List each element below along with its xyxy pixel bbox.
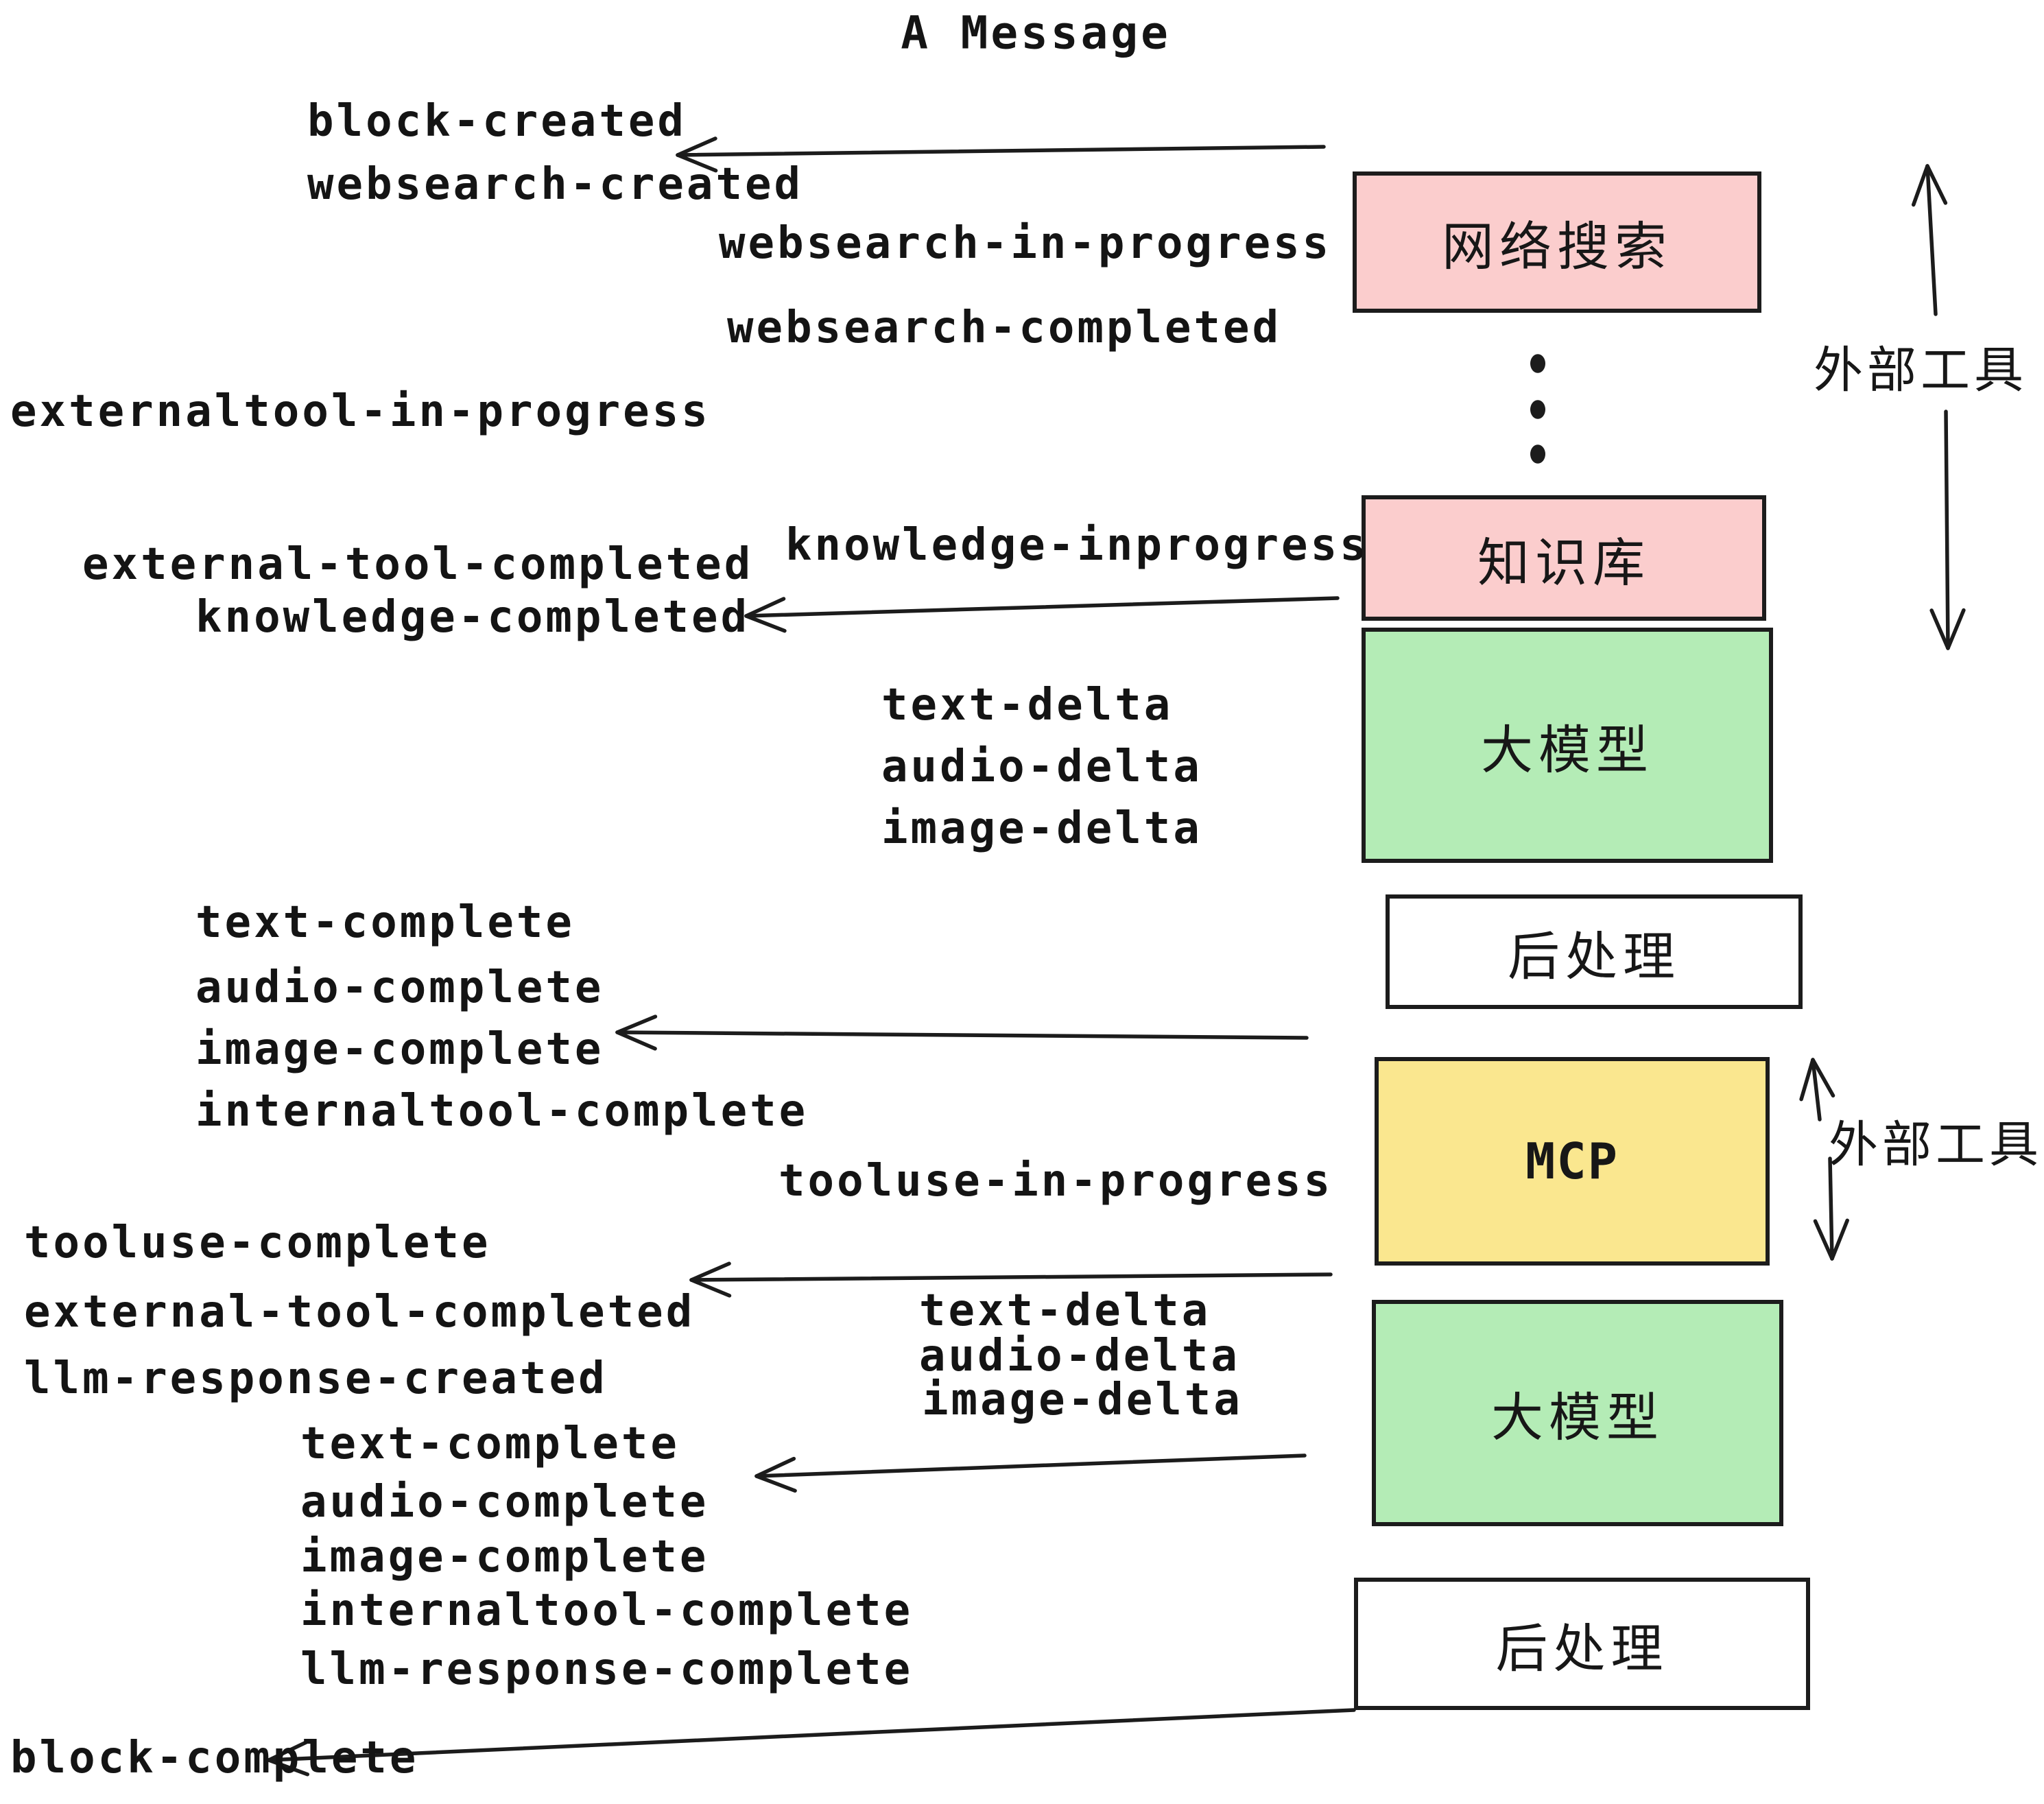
arrow-to-audio-complete-head-0 (754, 1474, 797, 1493)
event-label-websearch-completed: websearch-completed (727, 302, 1282, 353)
event-label-image-delta-2: image-delta (922, 1375, 1243, 1425)
event-label-internaltool-complete-1: internaltool-complete (195, 1086, 809, 1137)
arrow-to-knowledge-completed-head-1 (744, 597, 786, 618)
arrow-to-block-created-head-0 (676, 153, 718, 173)
box-post-1: 后处理 (1386, 894, 1803, 1009)
event-label-image-delta-1: image-delta (881, 803, 1202, 854)
box-knowledge-label: 知识库 (1477, 534, 1650, 593)
event-label-text-delta-1: text-delta (881, 680, 1174, 731)
external-tools-mcp-label: 外部工具 (1828, 1117, 2043, 1173)
box-mcp: MCP (1375, 1057, 1770, 1266)
external-tools-top-label: 外部工具 (1813, 343, 2028, 399)
event-label-externaltool-in-progress: externaltool-in-progress (10, 386, 711, 437)
event-label-text-complete-1: text-complete (195, 897, 575, 948)
arrow-to-image-complete-shaft (615, 1030, 1309, 1040)
event-label-tooluse-complete: tooluse-complete (24, 1218, 491, 1268)
arrow-to-block-created-head-1 (676, 137, 717, 157)
external-tools-top-up-arrow-head-1 (1925, 164, 1948, 205)
ellipsis-dot-2 (1530, 444, 1545, 464)
arrow-to-block-complete-shaft (267, 1708, 1356, 1762)
event-label-websearch-in-progress: websearch-in-progress (719, 218, 1332, 269)
arrow-to-knowledge-completed-shaft (744, 596, 1340, 618)
external-tools-mcp-down-arrow-head-0 (1830, 1218, 1849, 1261)
box-websearch: 网络搜索 (1353, 171, 1761, 313)
arrow-to-audio-complete-shaft (754, 1453, 1307, 1478)
event-label-llm-response-created: llm-response-created (24, 1353, 608, 1404)
arrow-to-block-complete-head-0 (267, 1758, 310, 1777)
event-label-audio-complete-2: audio-complete (300, 1477, 709, 1528)
event-label-tooluse-in-progress: tooluse-in-progress (779, 1156, 1333, 1207)
event-label-knowledge-completed: knowledge-completed (195, 592, 750, 643)
event-label-audio-delta-1: audio-delta (881, 741, 1202, 792)
event-label-websearch-created: websearch-created (307, 159, 804, 210)
arrow-to-image-complete-head-1 (615, 1014, 658, 1034)
event-label-external-tool-completed-2: external-tool-completed (24, 1287, 696, 1338)
event-label-llm-response-complete: llm-response-complete (300, 1644, 914, 1695)
arrow-to-image-complete-head-0 (615, 1030, 657, 1051)
ellipsis-dot-1 (1530, 400, 1545, 419)
external-tools-top-down-arrow-head-1 (1929, 608, 1950, 650)
box-llm-2-label: 大模型 (1491, 1389, 1664, 1447)
event-label-audio-delta-2: audio-delta (919, 1331, 1240, 1381)
box-post-1-label: 后处理 (1508, 927, 1680, 986)
box-llm-2: 大模型 (1372, 1300, 1783, 1526)
external-tools-mcp-up-arrow-shaft (1811, 1058, 1822, 1121)
arrow-to-audio-complete-head-1 (754, 1456, 796, 1478)
external-tools-top-up-arrow-head-0 (1911, 164, 1929, 207)
event-label-knowledge-inprogress: knowledge-inprogress (785, 520, 1369, 571)
box-knowledge: 知识库 (1362, 495, 1766, 621)
box-llm-1: 大模型 (1362, 628, 1773, 863)
arrow-to-tooluse-complete-head-0 (689, 1278, 732, 1298)
external-tools-top-down-arrow-head-0 (1946, 608, 1966, 650)
arrow-to-tooluse-complete-head-1 (689, 1261, 731, 1282)
box-post-2-label: 后处理 (1495, 1619, 1669, 1678)
event-label-text-delta-2: text-delta (919, 1285, 1211, 1336)
box-websearch-label: 网络搜索 (1442, 218, 1672, 276)
external-tools-mcp-down-arrow-head-1 (1813, 1219, 1834, 1261)
event-label-external-tool-completed: external-tool-completed (82, 539, 754, 590)
event-label-block-complete: block-complete (10, 1733, 419, 1783)
arrow-to-knowledge-completed-head-0 (744, 614, 787, 633)
arrow-to-tooluse-complete-shaft (689, 1272, 1333, 1282)
external-tools-mcp-up-arrow-head-0 (1799, 1058, 1815, 1102)
event-label-image-complete-1: image-complete (195, 1024, 604, 1075)
ellipsis-dot-0 (1530, 354, 1545, 373)
external-tools-mcp-down-arrow-shaft (1828, 1156, 1834, 1261)
external-tools-mcp-up-arrow-head-1 (1811, 1058, 1835, 1097)
external-tools-top-down-arrow-shaft (1944, 410, 1950, 650)
event-label-text-complete-2: text-complete (300, 1419, 680, 1469)
event-label-internaltool-complete-2: internaltool-complete (300, 1585, 914, 1636)
box-llm-1-label: 大模型 (1481, 721, 1654, 780)
arrow-to-block-created-shaft (676, 145, 1326, 157)
arrow-to-block-complete-head-1 (267, 1740, 308, 1762)
page-title: A Message (901, 6, 1171, 60)
box-mcp-label: MCP (1525, 1132, 1619, 1190)
event-label-audio-complete-1: audio-complete (195, 962, 604, 1013)
event-label-image-complete-2: image-complete (300, 1532, 709, 1582)
box-post-2: 后处理 (1354, 1578, 1810, 1710)
event-label-block-created: block-created (307, 96, 687, 147)
external-tools-top-up-arrow-shaft (1925, 164, 1938, 316)
